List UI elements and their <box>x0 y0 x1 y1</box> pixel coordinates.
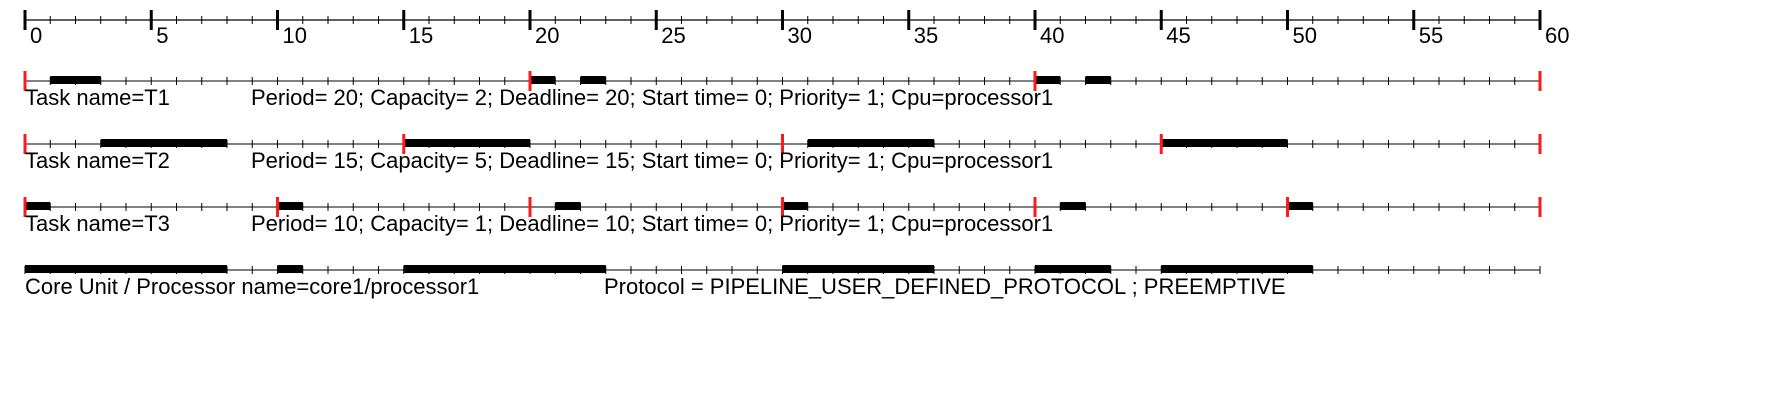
time-axis-tick-label: 60 <box>1545 23 1569 48</box>
task-t1-timeline <box>23 71 1542 91</box>
processor-protocol: Protocol = PIPELINE_USER_DEFINED_PROTOCO… <box>604 274 1286 299</box>
task-t2-name: Task name=T2 <box>25 148 170 173</box>
task-t1-execution-bar <box>50 76 101 84</box>
task-t2-parameters: Period= 15; Capacity= 5; Deadline= 15; S… <box>251 148 1053 173</box>
time-axis-tick-label: 10 <box>283 23 307 48</box>
processor-execution-bar <box>1161 265 1313 273</box>
task-row-t1: Task name=T1 Period= 20; Capacity= 2; De… <box>23 71 1542 110</box>
task-row-t3: Task name=T3 Period= 10; Capacity= 1; De… <box>23 197 1542 236</box>
processor-row: Core Unit / Processor name=core1/process… <box>24 265 1541 299</box>
time-axis-tick-label: 50 <box>1293 23 1317 48</box>
time-axis-tick-label: 35 <box>914 23 938 48</box>
task-row-t2: Task name=T2 Period= 15; Capacity= 5; De… <box>23 134 1542 173</box>
time-axis-tick-label: 0 <box>30 23 42 48</box>
task-t3-parameters: Period= 10; Capacity= 1; Deadline= 10; S… <box>251 211 1053 236</box>
task-t1-parameters: Period= 20; Capacity= 2; Deadline= 20; S… <box>251 85 1053 110</box>
processor-execution-bar <box>25 265 227 273</box>
time-axis-tick-label: 55 <box>1419 23 1443 48</box>
time-axis-tick-label: 15 <box>409 23 433 48</box>
processor-execution-bar <box>1035 265 1111 273</box>
time-axis-tick-label: 20 <box>535 23 559 48</box>
processor-execution-bar <box>782 265 934 273</box>
time-axis-tick-label: 5 <box>156 23 168 48</box>
task-t1-execution-bar <box>530 76 556 84</box>
task-t3-timeline <box>23 197 1542 217</box>
task-t3-execution-bar <box>1060 202 1086 210</box>
processor-execution-bar <box>403 265 606 273</box>
task-t3-name: Task name=T3 <box>25 211 170 236</box>
task-t2-execution-bar <box>807 139 934 147</box>
time-axis-tick-label: 40 <box>1040 23 1064 48</box>
task-t2-execution-bar <box>100 139 227 147</box>
task-t2-execution-bar <box>1161 139 1288 147</box>
task-t3-execution-bar <box>782 202 808 210</box>
time-axis-tick-label: 25 <box>661 23 685 48</box>
task-t2-timeline <box>23 134 1542 154</box>
task-t3-execution-bar <box>555 202 581 210</box>
task-t1-execution-bar <box>1085 76 1111 84</box>
task-t1-execution-bar <box>1035 76 1061 84</box>
time-axis-tick-label: 45 <box>1166 23 1190 48</box>
task-t2-execution-bar <box>403 139 530 147</box>
time-axis-tick-label: 30 <box>788 23 812 48</box>
task-t3-execution-bar <box>25 202 51 210</box>
task-t1-name: Task name=T1 <box>25 85 170 110</box>
time-axis: 0 5 10 15 20 25 30 35 40 45 50 55 60 <box>23 10 1569 48</box>
processor-name: Core Unit / Processor name=core1/process… <box>25 274 479 299</box>
task-t1-execution-bar <box>580 76 606 84</box>
processor-timeline <box>24 265 1541 274</box>
task-t3-execution-bar <box>277 202 303 210</box>
task-t3-execution-bar <box>1287 202 1313 210</box>
processor-execution-bar <box>277 265 303 273</box>
